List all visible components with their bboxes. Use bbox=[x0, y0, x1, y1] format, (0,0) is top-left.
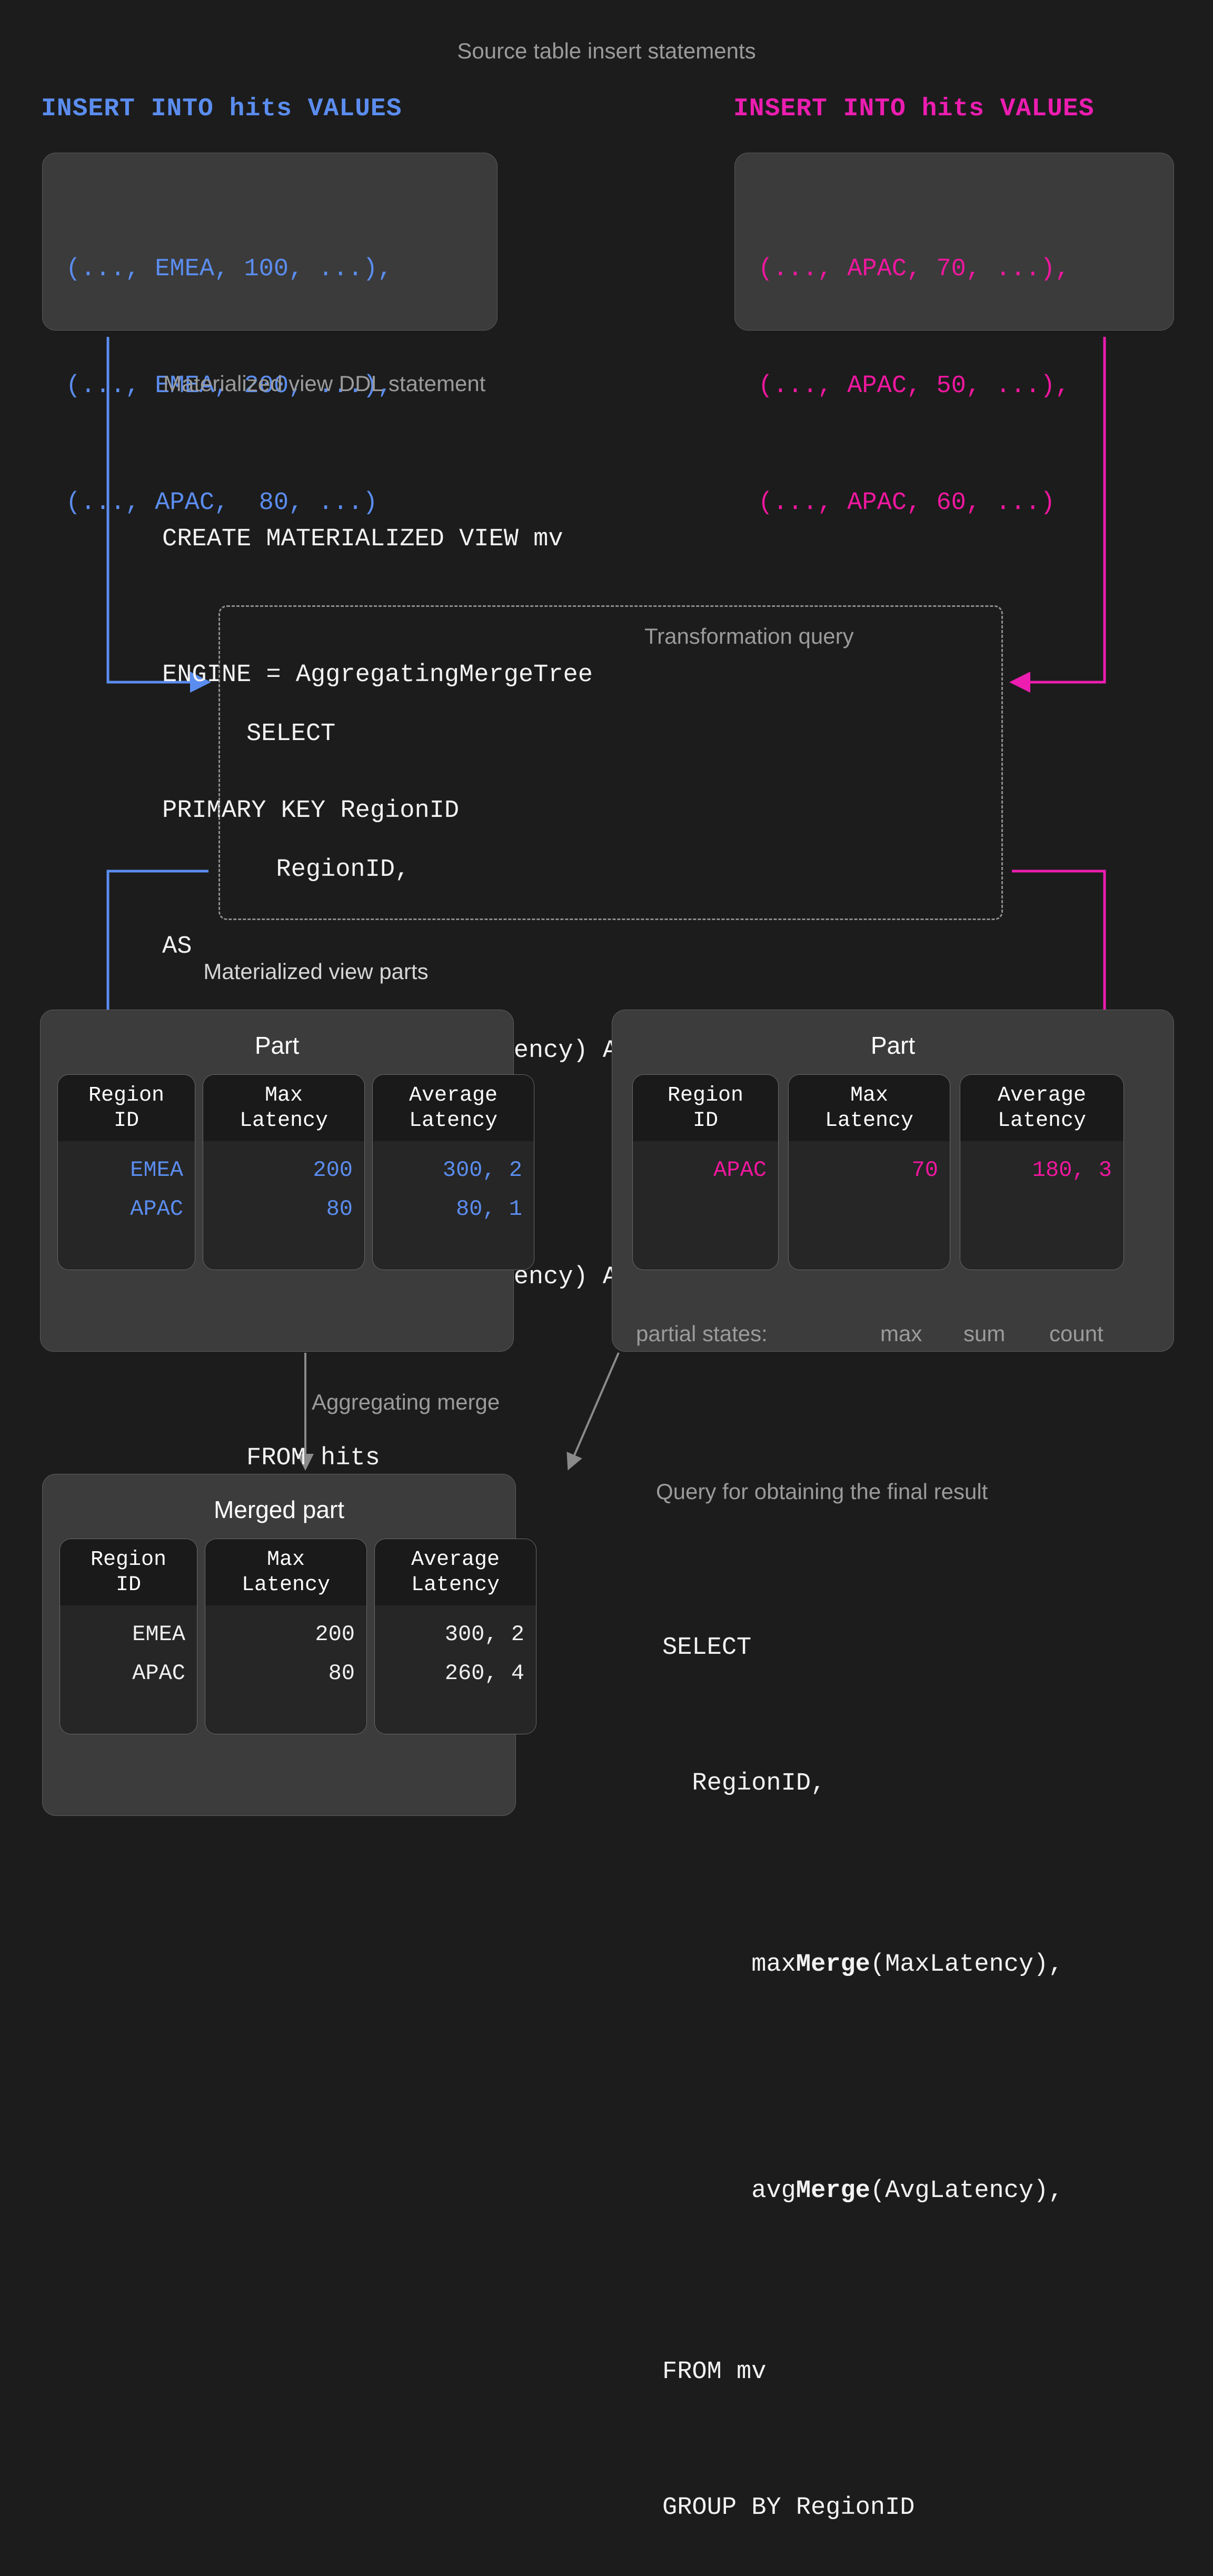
col-header-region-id: Region ID bbox=[633, 1075, 778, 1141]
left-insert-row: (..., EMEA, 200, ...), bbox=[66, 372, 393, 400]
part-left-col-maxlatency: Max Latency 200 80 bbox=[203, 1074, 365, 1270]
cell-region-id: APAC bbox=[713, 1157, 767, 1183]
cell-region-id: EMEA bbox=[132, 1622, 185, 1647]
col-header-region-id: Region ID bbox=[58, 1075, 195, 1141]
fq-line-regionid: RegionID, bbox=[662, 1770, 826, 1798]
merged-col-avglatency: Average Latency 300, 2 260, 4 bbox=[374, 1539, 536, 1734]
part-left-col-avglatency: Average Latency 300, 2 80, 1 bbox=[372, 1074, 534, 1270]
fq-maxmerge-suffix: (MaxLatency), bbox=[870, 1951, 1063, 1979]
final-query-caption: Query for obtaining the final result bbox=[656, 1479, 988, 1504]
col-header-region-id: Region ID bbox=[60, 1539, 197, 1605]
page-title-source-inserts: Source table insert statements bbox=[457, 38, 756, 63]
fq-avgmerge-keyword: Merge bbox=[796, 2177, 870, 2205]
cell-max-latency: 200 bbox=[315, 1622, 355, 1647]
transformation-query-box bbox=[218, 605, 1003, 920]
col-header-max-latency: Max Latency bbox=[205, 1539, 366, 1605]
fq-line-select: SELECT bbox=[662, 1634, 752, 1662]
fq-line-maxmerge: maxMerge(MaxLatency), bbox=[662, 1897, 1063, 2033]
merged-part: Merged part Region ID EMEA APAC Max Late… bbox=[42, 1474, 536, 1816]
left-insert-header: INSERT INTO hits VALUES bbox=[41, 95, 402, 123]
right-insert-card: (..., APAC, 70, ...), (..., APAC, 50, ..… bbox=[734, 153, 1174, 517]
col-header-max-latency: Max Latency bbox=[789, 1075, 950, 1141]
fq-maxmerge-keyword: Merge bbox=[796, 1951, 870, 1979]
ddl-caption: Materialized view DDL statement bbox=[163, 371, 486, 396]
cell-region-id: APAC bbox=[132, 1661, 185, 1686]
cell-max-latency: 200 bbox=[313, 1157, 353, 1183]
right-insert-header: INSERT INTO hits VALUES bbox=[733, 95, 1095, 123]
ddl-line: CREATE MATERIALIZED VIEW mv bbox=[162, 525, 563, 553]
cell-avg-latency: 180, 3 bbox=[1032, 1157, 1112, 1183]
cell-avg-latency: 300, 2 bbox=[442, 1157, 522, 1183]
cell-avg-latency: 260, 4 bbox=[444, 1661, 524, 1686]
cell-avg-latency: 300, 2 bbox=[444, 1622, 524, 1647]
merged-col-maxlatency: Max Latency 200 80 bbox=[205, 1539, 367, 1734]
final-query-text: SELECT RegionID, maxMerge(MaxLatency), a… bbox=[662, 1535, 1063, 2576]
part-left-title: Part bbox=[254, 1032, 300, 1059]
partial-states-label: partial states: bbox=[636, 1321, 768, 1346]
cell-max-latency: 80 bbox=[326, 1196, 353, 1222]
aggregating-merge-label: Aggregating merge bbox=[312, 1390, 500, 1414]
tq-line-from: FROM hits bbox=[246, 1444, 380, 1472]
right-insert-row: (..., APAC, 50, ...), bbox=[758, 372, 1070, 400]
cell-avg-latency: 80, 1 bbox=[455, 1196, 522, 1222]
part-right: Part Region ID APAC Max Latency 70 Avera… bbox=[612, 1010, 1174, 1352]
left-insert-row: (..., EMEA, 100, ...), bbox=[66, 255, 393, 283]
partial-states-sum: sum bbox=[963, 1321, 1006, 1346]
cell-max-latency: 80 bbox=[328, 1661, 355, 1686]
ddl-line: AS bbox=[162, 933, 192, 961]
col-header-avg-latency: Average Latency bbox=[960, 1075, 1123, 1141]
col-header-max-latency: Max Latency bbox=[203, 1075, 364, 1141]
left-insert-row: (..., APAC, 80, ...) bbox=[66, 489, 378, 517]
ddl-line: ENGINE = AggregatingMergeTree bbox=[162, 661, 593, 689]
partial-states-count: count bbox=[1049, 1321, 1103, 1346]
fq-line-avgmerge: avgMerge(AvgLatency), bbox=[662, 2123, 1063, 2259]
fq-line-from: FROM mv bbox=[662, 2358, 767, 2386]
mv-parts-caption: Materialized view parts bbox=[203, 959, 429, 984]
ddl-statement: CREATE MATERIALIZED VIEW mv ENGINE = Agg… bbox=[162, 426, 593, 1015]
tq-line-select: SELECT bbox=[246, 720, 336, 748]
part-left: Part Region ID EMEA APAC Max Latency 200… bbox=[40, 1010, 534, 1352]
part-left-col-regionid: Region ID EMEA APAC bbox=[57, 1074, 195, 1270]
cell-region-id: APAC bbox=[130, 1196, 183, 1222]
fq-avgmerge-prefix: avg bbox=[721, 2177, 796, 2205]
cell-region-id: EMEA bbox=[130, 1157, 183, 1183]
col-header-avg-latency: Average Latency bbox=[373, 1075, 534, 1141]
ddl-line: PRIMARY KEY RegionID bbox=[162, 797, 460, 825]
partial-states-max: max bbox=[880, 1321, 922, 1346]
merged-part-title: Merged part bbox=[213, 1496, 344, 1523]
transformation-query-caption: Transformation query bbox=[644, 624, 854, 648]
fq-line-groupby: GROUP BY RegionID bbox=[662, 2494, 915, 2522]
part-right-col-regionid: Region ID APAC bbox=[632, 1074, 779, 1270]
part-right-col-maxlatency: Max Latency 70 bbox=[788, 1074, 950, 1270]
col-header-avg-latency: Average Latency bbox=[375, 1539, 536, 1605]
cell-max-latency: 70 bbox=[911, 1157, 938, 1183]
fq-maxmerge-prefix: max bbox=[721, 1951, 796, 1979]
merged-col-regionid: Region ID EMEA APAC bbox=[59, 1539, 197, 1734]
tq-line-regionid: RegionID, bbox=[246, 856, 410, 884]
right-insert-row: (..., APAC, 70, ...), bbox=[758, 255, 1070, 283]
fq-avgmerge-suffix: (AvgLatency), bbox=[870, 2177, 1063, 2205]
part-right-col-avglatency: Average Latency 180, 3 bbox=[960, 1074, 1124, 1270]
right-insert-row: (..., APAC, 60, ...) bbox=[758, 489, 1056, 517]
left-insert-card: (..., EMEA, 100, ...), (..., EMEA, 200, … bbox=[42, 153, 498, 517]
part-right-title: Part bbox=[870, 1032, 916, 1059]
